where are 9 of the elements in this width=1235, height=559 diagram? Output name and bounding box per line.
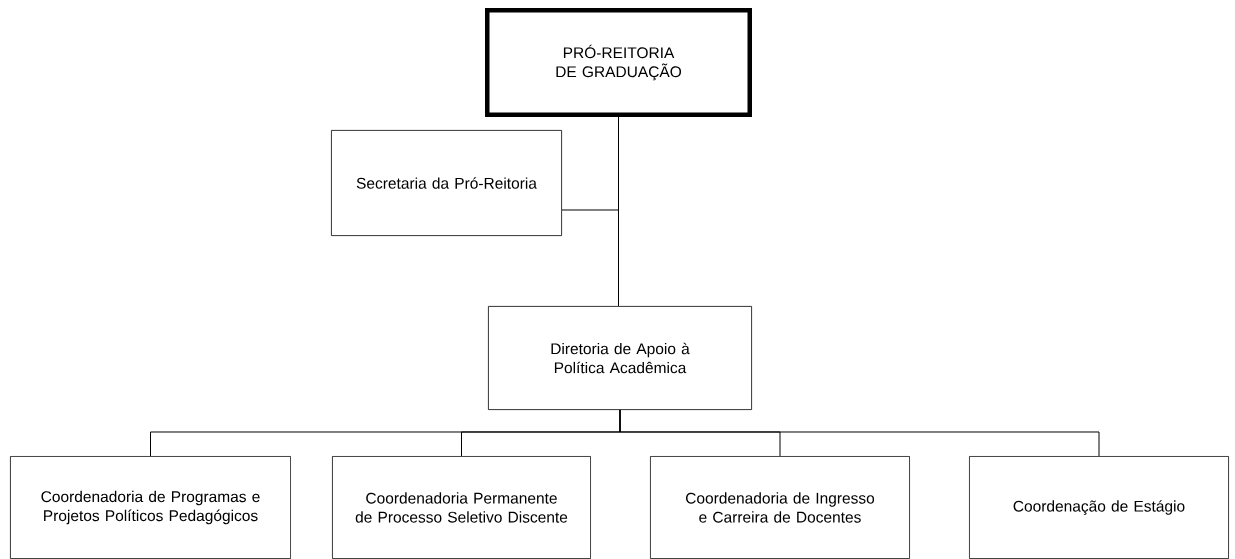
org-box: Coordenação de Estágio: [969, 456, 1229, 559]
org-box: Coordenadoria de Programas e Projetos Políticos Pedagógicos: [10, 456, 291, 559]
connector-line: [619, 409, 1100, 457]
org-box: Diretoria de Apoio à Política Acadêmica: [488, 306, 752, 410]
org-box: Coordenadoria Permanente de Processo Seletivo Discente: [332, 456, 591, 559]
connector-line: [618, 116, 619, 307]
org-box: PRÓ-REITORIA DE GRADUAÇÃO: [485, 8, 752, 117]
org-box: Coordenadoria de Ingresso e Carreira de Docentes: [650, 456, 910, 559]
org-box: Secretaria da Pró-Reitoria: [331, 130, 562, 236]
